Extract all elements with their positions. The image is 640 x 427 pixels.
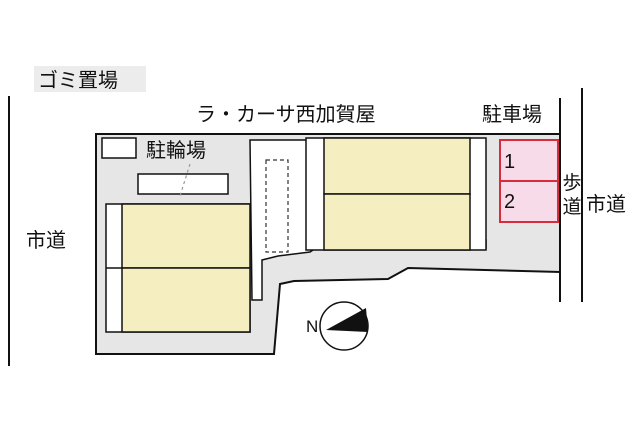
- garbage-label: ゴミ置場: [38, 68, 118, 92]
- parking-space-1: 1: [504, 151, 516, 173]
- dashed-area: [265, 159, 289, 253]
- bicycle-parking-label: 駐輪場: [146, 138, 206, 162]
- garbage-label-bg: [34, 66, 146, 92]
- sidewalk-label-2: 道: [562, 196, 582, 218]
- right-building-unit-2: [323, 193, 471, 251]
- parking-space-2: 2: [504, 191, 516, 213]
- compass-north-label: N: [306, 317, 319, 336]
- city-road-right-label: 市道: [586, 192, 626, 216]
- compass-icon: [319, 301, 369, 351]
- left-building-unit-1: [121, 203, 251, 269]
- building-name: ラ・カーサ西加賀屋: [196, 102, 376, 126]
- garbage-box: [101, 137, 137, 159]
- parking-label: 駐車場: [482, 102, 542, 126]
- left-building-unit-2: [121, 267, 251, 333]
- right-building-unit-1: [323, 137, 471, 195]
- city-road-left-label: 市道: [26, 228, 66, 252]
- sidewalk-label-1: 歩: [562, 172, 582, 194]
- bicycle-parking-box: [137, 173, 229, 195]
